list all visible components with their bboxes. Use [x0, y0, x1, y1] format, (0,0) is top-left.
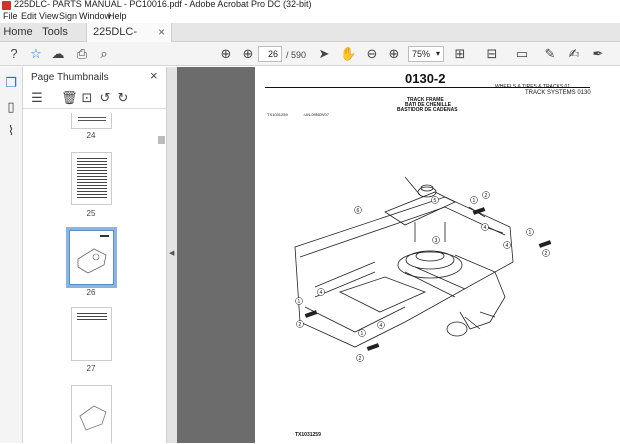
- scrollbar-thumb[interactable]: [158, 136, 165, 144]
- toolbar: ? ☆ ☁ ⎙ ⌕ ⊕ ⊕ 26 / 590 ➤ ✋ ⊖ ⊕ 75% ▾ ⊞ ⊟…: [0, 42, 620, 66]
- thumbnail-label-25: 25: [86, 209, 96, 218]
- window-title: 225DLC- PARTS MANUAL - PC10016.pdf - Ado…: [14, 0, 312, 9]
- zoom-value: 75%: [412, 49, 431, 59]
- header-rule: [265, 87, 590, 88]
- thumbnail-toolbar: ☰ 🗑 ⊡ ↺ ↻: [23, 87, 167, 109]
- svg-text:4: 4: [506, 243, 509, 249]
- figure-id: TX1031259: [295, 432, 321, 438]
- extract-page-icon[interactable]: ⊡: [81, 90, 93, 105]
- draw-icon[interactable]: ✍: [568, 46, 580, 61]
- delete-page-icon[interactable]: 🗑: [61, 90, 78, 105]
- thumbnail-drawing: [77, 235, 109, 274]
- page-total: / 590: [286, 50, 307, 60]
- menu-edit[interactable]: Edit: [21, 11, 37, 21]
- thumbnail-page-25[interactable]: [71, 152, 112, 205]
- next-page-icon[interactable]: ⊕: [242, 46, 254, 61]
- svg-text:5: 5: [434, 198, 437, 204]
- thumbnail-page-24[interactable]: [71, 113, 112, 129]
- svg-text:2: 2: [485, 193, 488, 199]
- search-icon[interactable]: ⌕: [100, 46, 108, 61]
- menu-window[interactable]: Window: [79, 11, 112, 21]
- panel-title: Page Thumbnails: [31, 72, 109, 83]
- options-menu-icon[interactable]: ☰: [31, 90, 43, 105]
- thumbnail-page-28[interactable]: [71, 385, 112, 443]
- svg-text:1: 1: [473, 198, 476, 204]
- subsection-label: TRACK SYSTEMS 0130: [525, 90, 591, 96]
- page-thumbnails-icon[interactable]: ❐: [5, 75, 17, 90]
- menu-help[interactable]: Help: [108, 11, 127, 21]
- tab-tools[interactable]: Tools: [42, 26, 68, 38]
- rotate-ccw-icon[interactable]: ↺: [99, 90, 111, 105]
- svg-text:4: 4: [320, 290, 323, 296]
- tab-bar: Home Tools 225DLC- PARTS M... ×: [0, 23, 620, 57]
- menu-view[interactable]: View: [39, 11, 59, 21]
- document-page[interactable]: 0130-2 WHEELS & TIRES & TRACKS 01 TRACK …: [255, 67, 620, 443]
- thumbnail-drawing-28: [79, 405, 107, 431]
- svg-text:1: 1: [298, 299, 301, 305]
- svg-text:1: 1: [361, 331, 364, 337]
- svg-text:2: 2: [299, 322, 302, 328]
- sign-icon[interactable]: ✒: [592, 46, 604, 61]
- thumbnail-page-26[interactable]: [66, 227, 117, 288]
- comment-icon[interactable]: ▭: [515, 46, 529, 61]
- thumbnails-scrollbar[interactable]: [158, 136, 165, 443]
- thumbnail-label-24: 24: [86, 131, 96, 140]
- track-frame-drawing: 6 5 2 1 4 4 1 2 3 4 1 2 4 1 2: [294, 176, 552, 362]
- chevron-down-icon: ▾: [435, 49, 440, 58]
- help-icon[interactable]: ?: [10, 46, 18, 61]
- svg-text:2: 2: [545, 251, 548, 257]
- rotate-cw-icon[interactable]: ↻: [117, 90, 129, 105]
- svg-text:4: 4: [484, 225, 487, 231]
- menu-sign[interactable]: Sign: [59, 11, 78, 21]
- thumbnail-label-27: 27: [86, 364, 96, 373]
- section-label: WHEELS & TIRES & TRACKS 01: [495, 84, 571, 90]
- attachments-icon[interactable]: ⌇: [7, 123, 15, 138]
- svg-text:3: 3: [435, 238, 438, 244]
- title-bar: 225DLC- PARTS MANUAL - PC10016.pdf - Ado…: [0, 0, 620, 11]
- close-panel-icon[interactable]: ×: [150, 68, 158, 83]
- panel-splitter[interactable]: ◀: [167, 67, 177, 443]
- page-code: 0130-2: [405, 71, 446, 86]
- menu-file[interactable]: File: [3, 11, 18, 21]
- tab-home[interactable]: Home: [3, 26, 33, 38]
- svg-text:4: 4: [380, 323, 383, 329]
- bookmark-star-icon[interactable]: ☆: [30, 46, 42, 61]
- hand-tool-icon[interactable]: ✋: [340, 46, 357, 61]
- highlight-pen-icon[interactable]: ✎: [544, 46, 556, 61]
- svg-text:6: 6: [357, 208, 360, 214]
- zoom-out-icon[interactable]: ⊖: [366, 46, 378, 61]
- acrobat-icon: [2, 1, 11, 10]
- title-en: TRACK FRAME: [407, 97, 444, 103]
- tab-document[interactable]: 225DLC- PARTS M... ×: [86, 23, 172, 57]
- scroll-mode-icon[interactable]: ⊟: [486, 46, 498, 61]
- title-es: BASTIDOR DE CADENAS: [397, 107, 458, 113]
- thumbnails-panel: Page Thumbnails × ☰ 🗑 ⊡ ↺ ↻ 24 25 26 27: [23, 67, 167, 443]
- page-number-input[interactable]: 26: [258, 46, 282, 62]
- thumbnail-label-26: 26: [86, 288, 96, 297]
- thumbnail-page-27[interactable]: [71, 307, 112, 361]
- collapse-panel-icon[interactable]: ◀: [169, 250, 175, 257]
- fit-page-icon[interactable]: ⊞: [454, 46, 466, 61]
- previous-page-icon[interactable]: ⊕: [220, 46, 232, 61]
- close-tab-icon[interactable]: ×: [157, 25, 165, 39]
- bookmarks-icon[interactable]: ▯: [7, 99, 15, 114]
- title-fr: BATI DE CHENILLE: [405, 102, 452, 108]
- menu-bar: File Edit View Sign Window Help: [0, 11, 620, 23]
- left-navigation-rail: ❐ ▯ ⌇: [0, 67, 23, 443]
- svg-text:1: 1: [529, 230, 532, 236]
- select-cursor-icon[interactable]: ➤: [318, 46, 330, 61]
- zoom-select[interactable]: 75% ▾: [408, 46, 444, 62]
- upload-cloud-icon[interactable]: ☁: [51, 46, 65, 61]
- print-icon[interactable]: ⎙: [76, 46, 88, 61]
- svg-text:2: 2: [359, 356, 362, 362]
- ref-left: TX1031259: [267, 112, 288, 117]
- zoom-in-icon[interactable]: ⊕: [388, 46, 400, 61]
- ref-right: -UN-09NOV07: [303, 112, 330, 117]
